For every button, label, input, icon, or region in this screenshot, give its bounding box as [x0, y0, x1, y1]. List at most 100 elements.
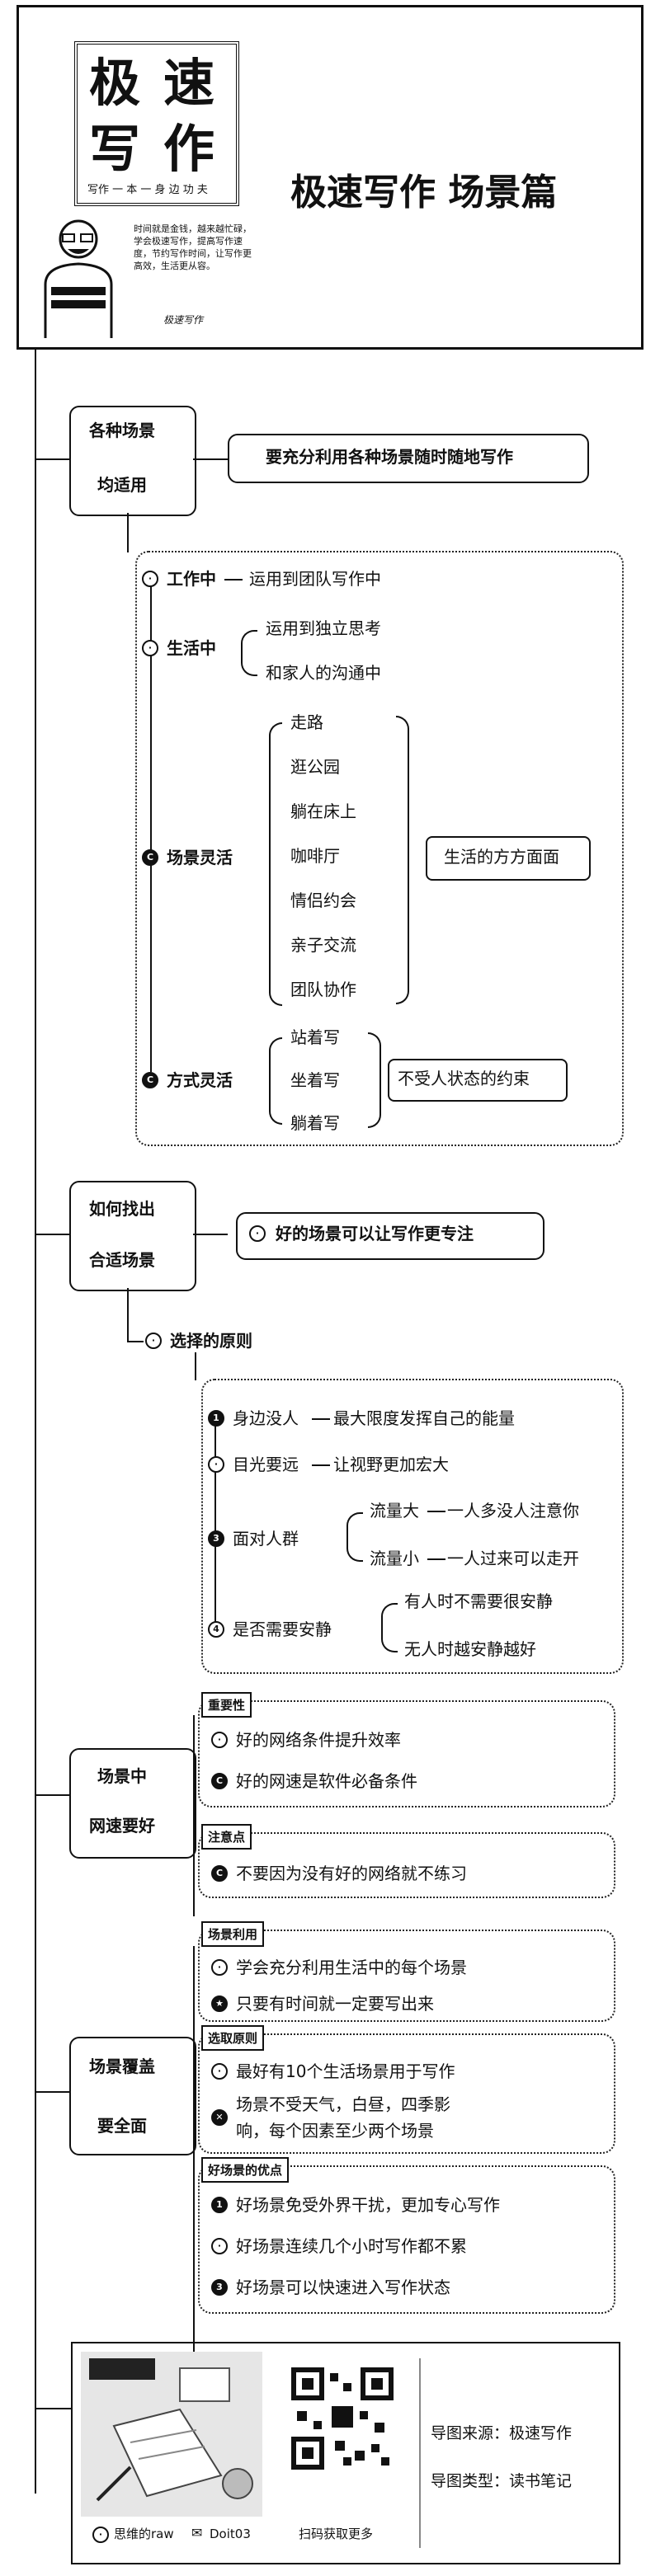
- s4-group3: [198, 2165, 615, 2314]
- scene-item: 躺在床上: [290, 801, 356, 821]
- item-icon: 1: [211, 2197, 228, 2213]
- scene-label: 场景灵活: [167, 848, 233, 867]
- s4-item: 学会充分利用生活中的每个场景: [236, 1958, 467, 1977]
- s4-tag: 好场景的优点: [201, 2157, 290, 2183]
- author-signature: 极速写作: [163, 314, 204, 326]
- s3-tag: 重要性: [201, 1692, 252, 1718]
- footer-frame: [71, 2342, 620, 2564]
- dash: [312, 1418, 330, 1420]
- item-icon: ·: [142, 640, 158, 656]
- book-logo: 极 速 写 作 写作 一 本 一 身 边 功 夫: [74, 41, 239, 206]
- mode-item: 坐着写: [290, 1070, 340, 1090]
- scene-item: 咖啡厅: [290, 846, 340, 866]
- item-icon: ·: [145, 1333, 162, 1349]
- bracket: [241, 630, 257, 676]
- qr-code: [289, 2365, 396, 2472]
- item-icon: 1: [208, 1410, 224, 1427]
- s4-tag: 选取原则: [201, 2025, 265, 2051]
- s4-item: 只要有时间就一定要写出来: [236, 1994, 434, 2014]
- s4-group2: [198, 2033, 615, 2154]
- item-icon: 3: [208, 1530, 224, 1547]
- s3-item: 不要因为没有好的网络就不练习: [236, 1864, 467, 1883]
- p2-detail: 让视野更加宏大: [333, 1455, 449, 1474]
- p1-label: 身边没人: [233, 1408, 299, 1428]
- section-1-title-line2: 均适用: [97, 475, 147, 495]
- smile-icon: ·: [249, 1225, 266, 1242]
- item-icon: 3: [211, 2279, 228, 2296]
- logo-char: 速: [163, 53, 215, 113]
- bracket: [346, 1512, 363, 1562]
- scene-item: 团队协作: [290, 980, 356, 999]
- dash: [427, 1511, 446, 1512]
- section-2-summary: [236, 1212, 544, 1260]
- section-1-details: [135, 551, 624, 1146]
- s4-item: 好场景可以快速进入写作状态: [236, 2278, 450, 2297]
- p4-item: 有人时不需要很安静: [404, 1591, 553, 1611]
- s4-item: 好场景连续几个小时写作都不累: [236, 2236, 467, 2256]
- footer-source: 导图来源：极速写作: [431, 2424, 573, 2442]
- section-1-title-box: [69, 406, 196, 516]
- footer-type: 导图类型：读书笔记: [431, 2472, 573, 2490]
- p1-detail: 最大限度发挥自己的能量: [333, 1408, 515, 1428]
- bracket: [269, 722, 282, 1006]
- item-icon: ·: [142, 571, 158, 587]
- section-1-title-line1: 各种场景: [89, 421, 155, 440]
- bracket: [381, 1603, 398, 1652]
- s4-item: 好场景免受外界干扰，更加专心写作: [236, 2195, 500, 2215]
- section-4-title-box: [69, 2037, 196, 2155]
- connector: [150, 579, 152, 1072]
- connector: [193, 1234, 228, 1235]
- logo-char: 写: [89, 119, 141, 179]
- work-detail: 运用到团队写作中: [249, 569, 381, 589]
- s3-group2: [198, 1832, 615, 1898]
- bracket: [396, 716, 409, 1004]
- mode-label: 方式灵活: [167, 1070, 233, 1090]
- p3-label: 面对人群: [233, 1529, 299, 1549]
- p4-label: 是否需要安静: [233, 1619, 332, 1639]
- p3-item-label: 流量小: [370, 1549, 419, 1568]
- item-icon: 4: [208, 1621, 224, 1638]
- desk-illustration: [81, 2352, 262, 2517]
- item-icon: ·: [211, 1732, 228, 1748]
- connector: [35, 2091, 69, 2093]
- main-spine: [35, 350, 36, 2494]
- p2-label: 目光要远: [233, 1455, 299, 1474]
- item-icon: C: [142, 1072, 158, 1088]
- section-1-summary-text: 要充分利用各种场景随时随地写作: [266, 447, 513, 467]
- section-4-title-line1: 场景覆盖: [89, 2057, 155, 2076]
- life-label: 生活中: [167, 638, 216, 658]
- s3-group1: [198, 1700, 615, 1807]
- p3-item-label: 流量大: [370, 1501, 419, 1521]
- item-icon: C: [211, 1865, 228, 1882]
- item-icon: ✕: [211, 2109, 228, 2126]
- footer-divider: [419, 2358, 421, 2548]
- section-3-title-box: [69, 1748, 196, 1859]
- qr-caption: 扫码获取更多: [299, 2527, 374, 2541]
- footer-brand: 思维的raw: [114, 2527, 174, 2541]
- connector: [214, 1415, 216, 1629]
- item-icon: ·: [208, 1456, 224, 1473]
- item-icon: ·: [211, 2238, 228, 2254]
- life-item: 和家人的沟通中: [266, 663, 381, 683]
- wechat-icon: ✉: [191, 2525, 203, 2541]
- logo-char: 极: [89, 53, 141, 113]
- mode-note-box: [388, 1059, 568, 1102]
- footer-handle: Doit03: [210, 2527, 251, 2541]
- bracket: [368, 1032, 381, 1128]
- principle-label: 选择的原则: [170, 1331, 252, 1351]
- mode-note: 不受人状态的约束: [398, 1069, 530, 1088]
- section-4-title-line2: 要全面: [97, 2116, 147, 2136]
- principle-box: [201, 1379, 624, 1674]
- section-2-summary-text: 好的场景可以让写作更专注: [276, 1224, 474, 1243]
- header-intro: 时间就是金钱，越来越忙碌，学会极速写作，提高写作速度，节约写作时间，让写作更高效…: [134, 223, 252, 271]
- s3-item: 好的网络条件提升效率: [236, 1730, 401, 1750]
- author-illustration: [44, 219, 113, 338]
- s3-tag: 注意点: [201, 1824, 252, 1850]
- connector: [193, 458, 228, 460]
- p3-item-detail: 一人过来可以走开: [447, 1549, 579, 1568]
- s3-item: 好的网速是软件必备条件: [236, 1771, 417, 1791]
- mode-item: 站着写: [290, 1027, 340, 1047]
- star-icon: ★: [211, 1995, 228, 2012]
- connector: [127, 1288, 129, 1341]
- dash: [427, 1558, 446, 1560]
